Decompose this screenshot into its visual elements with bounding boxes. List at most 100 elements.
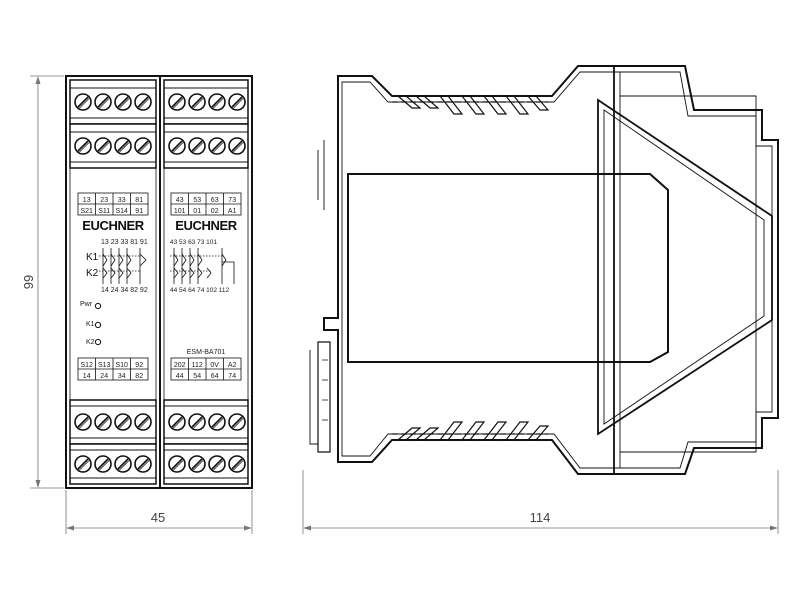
side-width-dimension-label: 114 — [530, 510, 551, 525]
terminal-label: S12 — [80, 362, 93, 369]
terminal-label: 92 — [135, 362, 143, 369]
screw-icon[interactable] — [134, 455, 152, 473]
contact-numbers-bottom: 44 54 64 74 102 112 — [170, 287, 230, 294]
screw-icon[interactable] — [188, 455, 206, 473]
screw-icon[interactable] — [74, 413, 92, 431]
bottom-terminal-block-right — [163, 399, 249, 485]
screw-icon[interactable] — [188, 137, 206, 155]
terminal-label: S13 — [98, 362, 111, 369]
screw-icon[interactable] — [134, 137, 152, 155]
front-cover-profile — [597, 98, 773, 436]
screw-icon[interactable] — [188, 413, 206, 431]
screw-icon[interactable] — [168, 455, 186, 473]
led-label-pwr: Pwr — [80, 301, 93, 308]
front-view: 13 23 33 81 S21 S11 S14 91 EUCHNER 13 23… — [65, 75, 253, 489]
terminal-label: 74 — [228, 373, 236, 380]
screw-icon[interactable] — [74, 137, 92, 155]
terminal-label: A2 — [228, 362, 237, 369]
screw-icon[interactable] — [94, 137, 112, 155]
screw-icon[interactable] — [134, 413, 152, 431]
contact-numbers-bottom: 14 24 34 82 92 — [101, 287, 148, 294]
screw-icon[interactable] — [208, 93, 226, 111]
terminal-label: 43 — [176, 197, 184, 204]
terminal-label: 81 — [135, 197, 143, 204]
terminal-label: 73 — [228, 197, 236, 204]
internal-pcb-window — [347, 173, 669, 363]
terminal-label: 91 — [135, 208, 143, 215]
led-k2 — [94, 338, 102, 346]
screw-icon[interactable] — [228, 93, 246, 111]
terminal-label: S10 — [115, 362, 128, 369]
screw-icon[interactable] — [74, 93, 92, 111]
contact-numbers-top: 43 53 63 73 101 — [170, 239, 217, 246]
screw-icon[interactable] — [94, 93, 112, 111]
screw-icon[interactable] — [94, 413, 112, 431]
top-terminal-block-left — [69, 79, 157, 169]
relay-label-k2: K2 — [86, 268, 99, 279]
front-width-dimension-label: 45 — [151, 510, 165, 525]
screw-icon[interactable] — [74, 455, 92, 473]
screw-icon[interactable] — [168, 137, 186, 155]
din-rail-clip — [317, 341, 331, 453]
terminal-label: 01 — [193, 208, 201, 215]
screw-icon[interactable] — [228, 413, 246, 431]
led-k1 — [94, 321, 102, 329]
terminal-label: 0V — [210, 362, 219, 369]
screw-icon[interactable] — [228, 137, 246, 155]
relay-contact-schematic — [99, 248, 147, 284]
top-terminal-block-right — [163, 79, 249, 169]
screw-icon[interactable] — [114, 413, 132, 431]
screw-icon[interactable] — [208, 455, 226, 473]
screw-icon[interactable] — [168, 413, 186, 431]
terminal-label: S11 — [98, 208, 110, 215]
terminal-label: 44 — [176, 373, 184, 380]
relay-label-k1: K1 — [86, 252, 99, 263]
contact-numbers-top: 13 23 33 81 91 — [101, 239, 148, 246]
terminal-label: 53 — [193, 197, 201, 204]
screw-icon[interactable] — [208, 413, 226, 431]
terminal-label: 33 — [118, 197, 126, 204]
terminal-label: 34 — [118, 373, 126, 380]
screw-icon[interactable] — [114, 455, 132, 473]
screw-icon[interactable] — [94, 455, 112, 473]
top-vent-slots — [392, 95, 550, 115]
brand-logo: EUCHNER — [175, 218, 237, 233]
right-module-panel: 43 53 63 73 101 01 02 A1 EUCHNER 43 53 6… — [170, 192, 242, 381]
terminal-label: S14 — [115, 208, 128, 215]
dimension-width-side — [302, 470, 779, 534]
screw-icon[interactable] — [114, 137, 132, 155]
terminal-label: 112 — [192, 362, 203, 369]
side-view — [309, 65, 779, 475]
screw-icon[interactable] — [208, 137, 226, 155]
terminal-label: 24 — [100, 373, 108, 380]
relay-contact-schematic — [170, 248, 235, 284]
screw-icon[interactable] — [228, 455, 246, 473]
screw-icon[interactable] — [188, 93, 206, 111]
terminal-label: 54 — [193, 373, 201, 380]
screw-icon[interactable] — [168, 93, 186, 111]
led-pwr — [94, 302, 102, 310]
terminal-label: 101 — [174, 208, 186, 215]
bottom-terminal-block-left — [69, 399, 157, 485]
led-label-k2: K2 — [86, 339, 95, 346]
terminal-label: 63 — [211, 197, 219, 204]
height-dimension-label: 99 — [21, 275, 36, 289]
dimension-width-front — [65, 490, 253, 534]
terminal-label: S21 — [80, 208, 93, 215]
terminal-label: 23 — [100, 197, 108, 204]
side-housing-outline — [323, 65, 779, 475]
terminal-label: 14 — [83, 373, 91, 380]
dimension-height — [30, 75, 64, 489]
screw-icon[interactable] — [134, 93, 152, 111]
terminal-label: 64 — [211, 373, 219, 380]
bottom-vent-slots — [392, 421, 550, 441]
terminal-label: A1 — [228, 208, 237, 215]
terminal-label: 02 — [211, 208, 219, 215]
terminal-label: 82 — [135, 373, 143, 380]
screw-icon[interactable] — [114, 93, 132, 111]
left-module-panel: 13 23 33 81 S21 S11 S14 91 EUCHNER 13 23… — [77, 192, 149, 381]
brand-logo: EUCHNER — [82, 218, 144, 233]
terminal-label: 13 — [83, 197, 91, 204]
